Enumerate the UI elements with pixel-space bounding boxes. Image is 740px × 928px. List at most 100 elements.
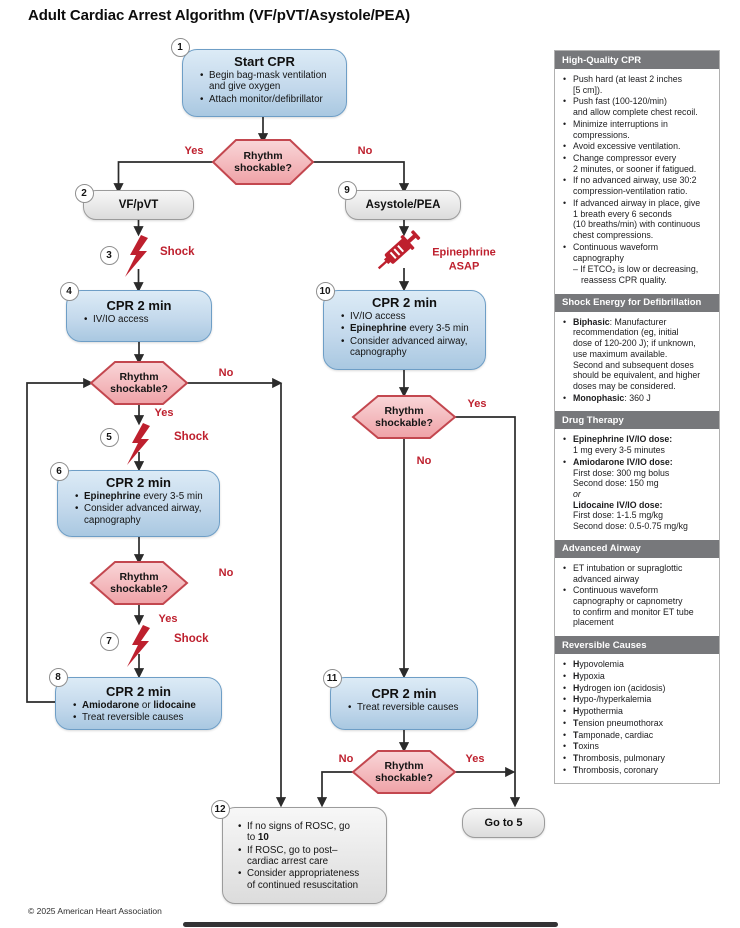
sidebar-section-list: HypovolemiaHypoxiaHydrogen ion (acidosis…: [555, 654, 719, 783]
list-item: Hypo-/hyperkalemia: [562, 694, 715, 705]
sidebar-section-header: Drug Therapy: [555, 411, 719, 430]
sidebar-section-header: Advanced Airway: [555, 539, 719, 558]
list-item: Amiodarone IV/IO dose:First dose: 300 mg…: [562, 457, 715, 532]
list-item: Treat reversible causes: [73, 712, 219, 724]
sidebar-section-header: Shock Energy for Defibrillation: [555, 293, 719, 312]
sidebar-section-reversible-causes: Reversible Causes HypovolemiaHypoxiaHydr…: [555, 636, 719, 783]
list-item: Monophasic: 360 J: [562, 393, 715, 404]
sidebar-section-list: Push hard (at least 2 inches[5 cm]).Push…: [555, 69, 719, 294]
syringe-icon: [377, 230, 421, 270]
box-title: CPR 2 min: [371, 295, 437, 310]
step-number: 4: [59, 281, 79, 301]
list-item: Tamponade, cardiac: [562, 730, 715, 741]
yes-label: Yes: [154, 407, 174, 420]
box-title: Start CPR: [234, 54, 295, 69]
cpr-2min-box-8: CPR 2 min Amiodarone or lidocaineTreat r…: [55, 677, 222, 730]
yes-label: Yes: [184, 145, 204, 158]
box-title: CPR 2 min: [105, 475, 171, 490]
sidebar-section-header: Reversible Causes: [555, 636, 719, 655]
sidebar: High-Quality CPR Push hard (at least 2 i…: [554, 50, 720, 785]
step-number: 6: [49, 461, 69, 481]
list-item: Avoid excessive ventilation.: [562, 141, 715, 152]
list-item: Epinephrine every 3-5 min: [341, 323, 483, 335]
list-item: Thrombosis, coronary: [562, 765, 715, 776]
home-indicator-bar: [183, 922, 558, 927]
list-item: If ROSC, go to post–cardiac arrest care: [238, 845, 384, 868]
shock-label: Shock: [174, 633, 209, 645]
box-label: Go to 5: [484, 817, 523, 829]
decision-hexagons: [89, 139, 457, 794]
list-item: Hypothermia: [562, 706, 715, 717]
list-item: Tension pneumothorax: [562, 718, 715, 729]
no-label: No: [357, 145, 373, 158]
shock-label: Shock: [174, 431, 209, 443]
step-number: 8: [48, 667, 68, 687]
list-item: Consider advanced airway,capnography: [75, 503, 217, 526]
list-item: IV/IO access: [341, 311, 483, 323]
list-item: Treat reversible causes: [348, 702, 475, 714]
asystole-pea-box: Asystole/PEA: [345, 190, 461, 220]
shock-bolt-icon: [127, 423, 150, 465]
step-number: 2: [74, 183, 94, 203]
box-bullet-list: IV/IO access: [67, 314, 211, 326]
copyright-notice: © 2025 American Heart Association: [28, 906, 162, 916]
connector-lines: [26, 117, 521, 808]
sidebar-section-list: Epinephrine IV/IO dose:1 mg every 3-5 mi…: [555, 429, 719, 539]
sidebar-section-shock-energy: Shock Energy for Defibrillation Biphasic…: [555, 293, 719, 412]
list-item: Hydrogen ion (acidosis): [562, 683, 715, 694]
no-label: No: [338, 753, 354, 766]
start-cpr-box: Start CPR Begin bag-mask ventilationand …: [182, 49, 347, 117]
yes-label: Yes: [465, 753, 485, 766]
no-label: No: [416, 455, 432, 468]
list-item: – If ETCO₂ is low or decreasing,reassess…: [573, 264, 699, 285]
step-number: 11: [322, 668, 342, 688]
list-item: Epinephrine every 3-5 min: [75, 491, 217, 503]
sidebar-section-advanced-airway: Advanced Airway ET intubation or supragl…: [555, 539, 719, 636]
cpr-2min-box-6: CPR 2 min Epinephrine every 3-5 minConsi…: [57, 470, 220, 537]
box-bullet-list: IV/IO accessEpinephrine every 3-5 minCon…: [324, 311, 485, 358]
sidebar-section-high-quality-cpr: High-Quality CPR Push hard (at least 2 i…: [555, 51, 719, 294]
box-title: CPR 2 min: [371, 686, 437, 701]
box-title: CPR 2 min: [105, 684, 171, 699]
list-item: Consider advanced airway,capnography: [341, 336, 483, 359]
yes-label: Yes: [467, 398, 487, 411]
list-item: Hypoxia: [562, 671, 715, 682]
list-item: Hypovolemia: [562, 659, 715, 670]
list-item: Amiodarone or lidocaine: [73, 700, 219, 712]
list-item: IV/IO access: [84, 314, 209, 326]
no-label: No: [218, 367, 234, 380]
vf-pvt-box: VF/pVT: [83, 190, 194, 220]
box-bullet-list: Epinephrine every 3-5 minConsider advanc…: [58, 491, 219, 526]
step-number: 10: [315, 281, 335, 301]
no-label: No: [218, 567, 234, 580]
list-item: Push fast (100-120/min)and allow complet…: [562, 96, 715, 117]
yes-label: Yes: [158, 613, 178, 626]
list-item: If no advanced airway, use 30:2compressi…: [562, 175, 715, 196]
box-title: CPR 2 min: [106, 298, 172, 313]
sidebar-section-header: High-Quality CPR: [555, 51, 719, 69]
list-item: Toxins: [562, 741, 715, 752]
shock-bolt-icon: [125, 235, 148, 277]
box-label: VF/pVT: [118, 199, 159, 211]
list-item: Push hard (at least 2 inches[5 cm]).: [562, 74, 715, 95]
list-item: Epinephrine IV/IO dose:1 mg every 3-5 mi…: [562, 434, 715, 455]
step-number: 1: [170, 37, 190, 57]
